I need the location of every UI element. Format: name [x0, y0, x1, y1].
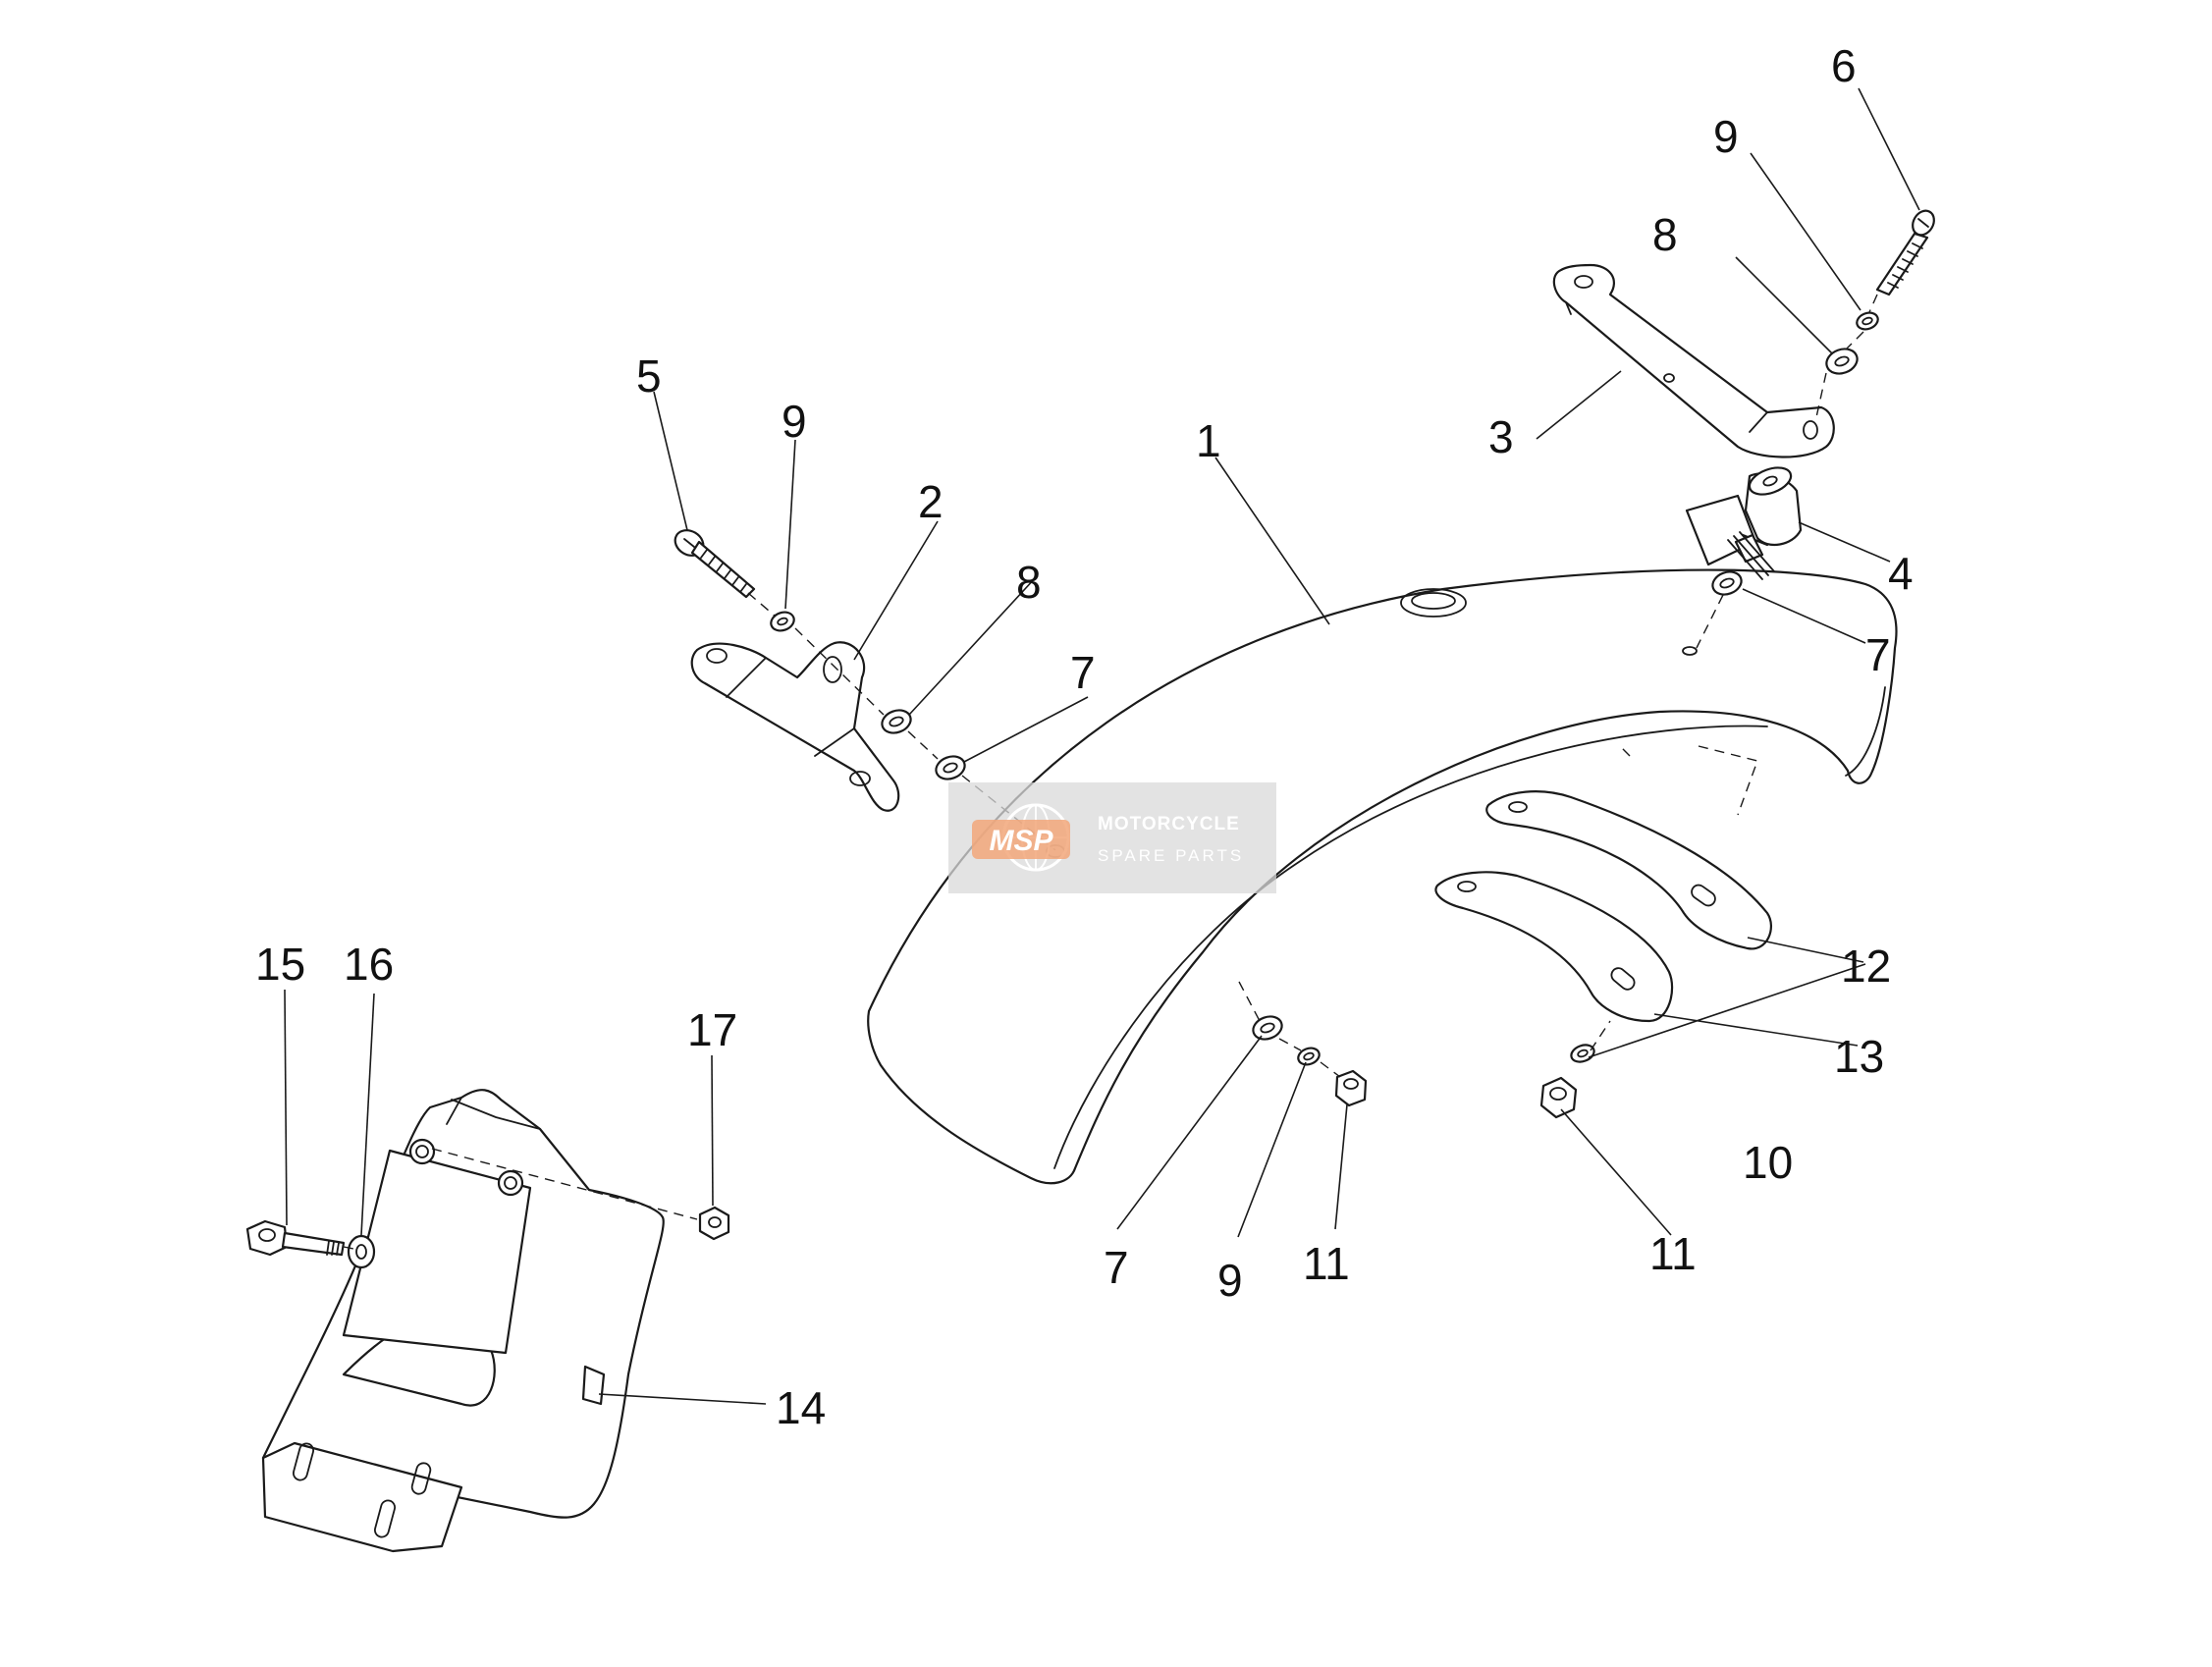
- leader-lines: [284, 87, 1920, 1405]
- callout-9-right: 9: [1713, 111, 1739, 162]
- callout-7-left: 7: [1070, 647, 1096, 698]
- callout-16: 16: [344, 939, 394, 990]
- washer-7-left: [935, 755, 966, 780]
- callout-7-right: 7: [1865, 629, 1891, 680]
- callout-15: 15: [255, 939, 305, 990]
- washer-8-right: [1825, 348, 1859, 375]
- washer-9-bottom: [1297, 1047, 1321, 1066]
- right-bracket: [1552, 263, 1835, 458]
- callout-5: 5: [636, 350, 662, 402]
- washer-10: [1570, 1044, 1595, 1063]
- washer-8-left: [881, 709, 912, 734]
- callout-13: 13: [1834, 1031, 1884, 1082]
- callout-8-right: 8: [1652, 209, 1678, 260]
- license-plate-holder: [261, 1089, 665, 1553]
- screw-6: [1875, 209, 1935, 296]
- callout-3: 3: [1488, 411, 1514, 462]
- watermark: MSP MOTORCYCLE SPARE PARTS: [948, 782, 1276, 893]
- callout-9-bottom: 9: [1217, 1255, 1243, 1306]
- watermark-logo-box: [972, 820, 1070, 859]
- washer-7-bottom: [1252, 1015, 1283, 1041]
- strip-13: [1434, 871, 1674, 1023]
- callout-17: 17: [687, 1004, 737, 1055]
- watermark-line2: SPARE PARTS: [1098, 846, 1244, 865]
- nut-17: [698, 1206, 730, 1241]
- nut-11-left: [1334, 1069, 1368, 1107]
- callout-7-bottom: 7: [1104, 1242, 1129, 1293]
- nut-11-right: [1539, 1076, 1578, 1119]
- washer-9-left: [770, 611, 795, 632]
- watermark-logo-letters: MSP: [989, 825, 1053, 857]
- callout-8-left: 8: [1016, 557, 1042, 608]
- callout-14: 14: [776, 1382, 826, 1433]
- washer-16: [347, 1234, 376, 1269]
- rubber-damper: [1685, 466, 1803, 580]
- callout-4: 4: [1888, 548, 1914, 599]
- rear-mudguard: [867, 568, 1898, 1185]
- callout-labels: 1 2 3 4 5 6 7 7 7 8 8 9 9 9 10 11 11 12 …: [255, 40, 1914, 1433]
- left-bracket: [690, 641, 900, 812]
- screw-5: [674, 529, 756, 599]
- watermark-line1: MOTORCYCLE: [1098, 814, 1240, 834]
- washer-9-right: [1856, 311, 1879, 331]
- strip-12: [1485, 790, 1772, 950]
- callout-9-left: 9: [782, 396, 807, 447]
- bolt-15: [245, 1219, 346, 1257]
- callout-11-bottom: 11: [1303, 1238, 1350, 1289]
- callout-12: 12: [1841, 941, 1891, 992]
- callout-6: 6: [1831, 40, 1857, 91]
- callout-11-right: 11: [1649, 1228, 1697, 1279]
- callout-1: 1: [1196, 415, 1221, 466]
- callout-10: 10: [1743, 1137, 1793, 1188]
- washer-7-right: [1711, 570, 1743, 596]
- callout-2: 2: [918, 476, 944, 527]
